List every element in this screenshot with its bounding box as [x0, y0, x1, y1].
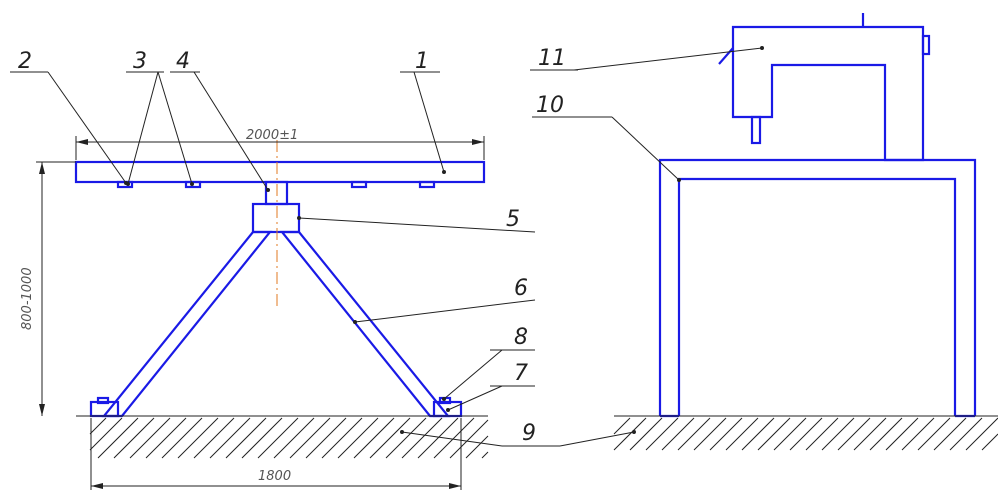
ground-hatch-line [629, 417, 663, 451]
ground-hatch-line [465, 435, 489, 459]
ground-hatch-line [481, 451, 489, 459]
ground-hatch-line [677, 417, 711, 451]
ground-hatch-line [901, 417, 935, 451]
ground-hatch-line [773, 417, 807, 451]
ground-hatch-line [337, 417, 379, 459]
leg-left [101, 230, 273, 418]
ground-hatch-line [613, 417, 647, 451]
leg-right [279, 230, 451, 418]
label-7: 7 [514, 361, 528, 386]
ground-hatch-line [741, 417, 775, 451]
ground-hatch-line [661, 417, 695, 451]
ground-hatch-line [401, 417, 443, 459]
ground-hatch-line [949, 417, 983, 451]
pad [184, 180, 202, 189]
ground-hatch-line [129, 417, 171, 459]
ground-hatch-line [725, 417, 759, 451]
label-4: 4 [176, 49, 190, 74]
label-8: 8 [514, 325, 528, 350]
ground-hatch-line [97, 417, 139, 459]
pad [418, 180, 436, 189]
dim-height: 800-1000 [20, 267, 35, 330]
ground-hatch-line [869, 417, 903, 451]
dim-base: 1800 [258, 469, 291, 484]
ground-hatch-line [645, 417, 679, 451]
label-3: 3 [133, 49, 147, 74]
ground-hatch-line [613, 417, 631, 435]
needle-bar [750, 115, 762, 145]
pad [350, 180, 368, 189]
labels: 1 2 3 4 5 6 7 8 9 10 11 [18, 46, 566, 446]
ground-hatch-line [933, 417, 967, 451]
ground-hatch-line [225, 417, 267, 459]
sewing-machine-assembly [658, 13, 977, 418]
ground-hatch-line [289, 417, 331, 459]
hub [251, 202, 301, 234]
ground-hatch-line [821, 417, 855, 451]
dimension-1800: 1800 [90, 418, 462, 490]
ground-hatch-line [789, 417, 823, 451]
ground-hatch-line [113, 417, 155, 459]
ground-hatch-line [433, 417, 475, 459]
sewing-machine [731, 25, 925, 162]
ground-hatch-line [449, 419, 489, 459]
ground-hatch-line [385, 417, 427, 459]
ground-hatch-line [709, 417, 743, 451]
leaders [10, 46, 764, 447]
ground-right [613, 415, 998, 451]
ground-hatch-line [369, 417, 411, 459]
label-5: 5 [506, 207, 520, 232]
dim-width-top: 2000±1 [246, 128, 298, 143]
ground-hatch-line [321, 417, 363, 459]
ground-hatch-line [305, 417, 347, 459]
ground-hatch-line [241, 417, 283, 459]
ground-hatch-line [693, 417, 727, 451]
ground-hatch-line [757, 417, 791, 451]
ground-hatch-line [209, 417, 251, 459]
ground-hatch-line [257, 417, 299, 459]
ground-hatch-line [177, 417, 219, 459]
ground-hatch-line [145, 417, 187, 459]
ground-left [76, 415, 489, 459]
label-10: 10 [536, 93, 564, 118]
rotating-table-assembly [74, 140, 486, 418]
ground-hatch-line [273, 417, 315, 459]
label-1: 1 [415, 49, 429, 74]
ground-hatch-line [161, 417, 203, 459]
ground-hatch-line [837, 417, 871, 451]
ground-hatch-line [89, 417, 123, 451]
ground-hatch-line [417, 417, 459, 459]
label-9: 9 [522, 421, 536, 446]
label-2: 2 [18, 49, 32, 74]
lever [718, 47, 734, 65]
ground-hatch-line [965, 417, 998, 451]
table-frame [658, 158, 977, 416]
label-11: 11 [538, 46, 566, 71]
ground-hatch-line [981, 433, 998, 451]
ground-hatch-line [89, 417, 107, 435]
ground-hatch-line [193, 417, 235, 459]
ground-hatch-line [805, 417, 839, 451]
handwheel [921, 34, 931, 56]
dimension-2000: 2000±1 [75, 128, 485, 160]
ground-hatch-line [917, 417, 951, 451]
dimension-height: 800-1000 [20, 161, 76, 416]
ground-hatch-line [885, 417, 919, 451]
table-frame-inner [677, 177, 957, 416]
bolt [96, 396, 110, 405]
table-top [74, 160, 486, 184]
label-6: 6 [514, 276, 528, 301]
ground-hatch-line [853, 417, 887, 451]
ground-hatch-line [353, 417, 395, 459]
